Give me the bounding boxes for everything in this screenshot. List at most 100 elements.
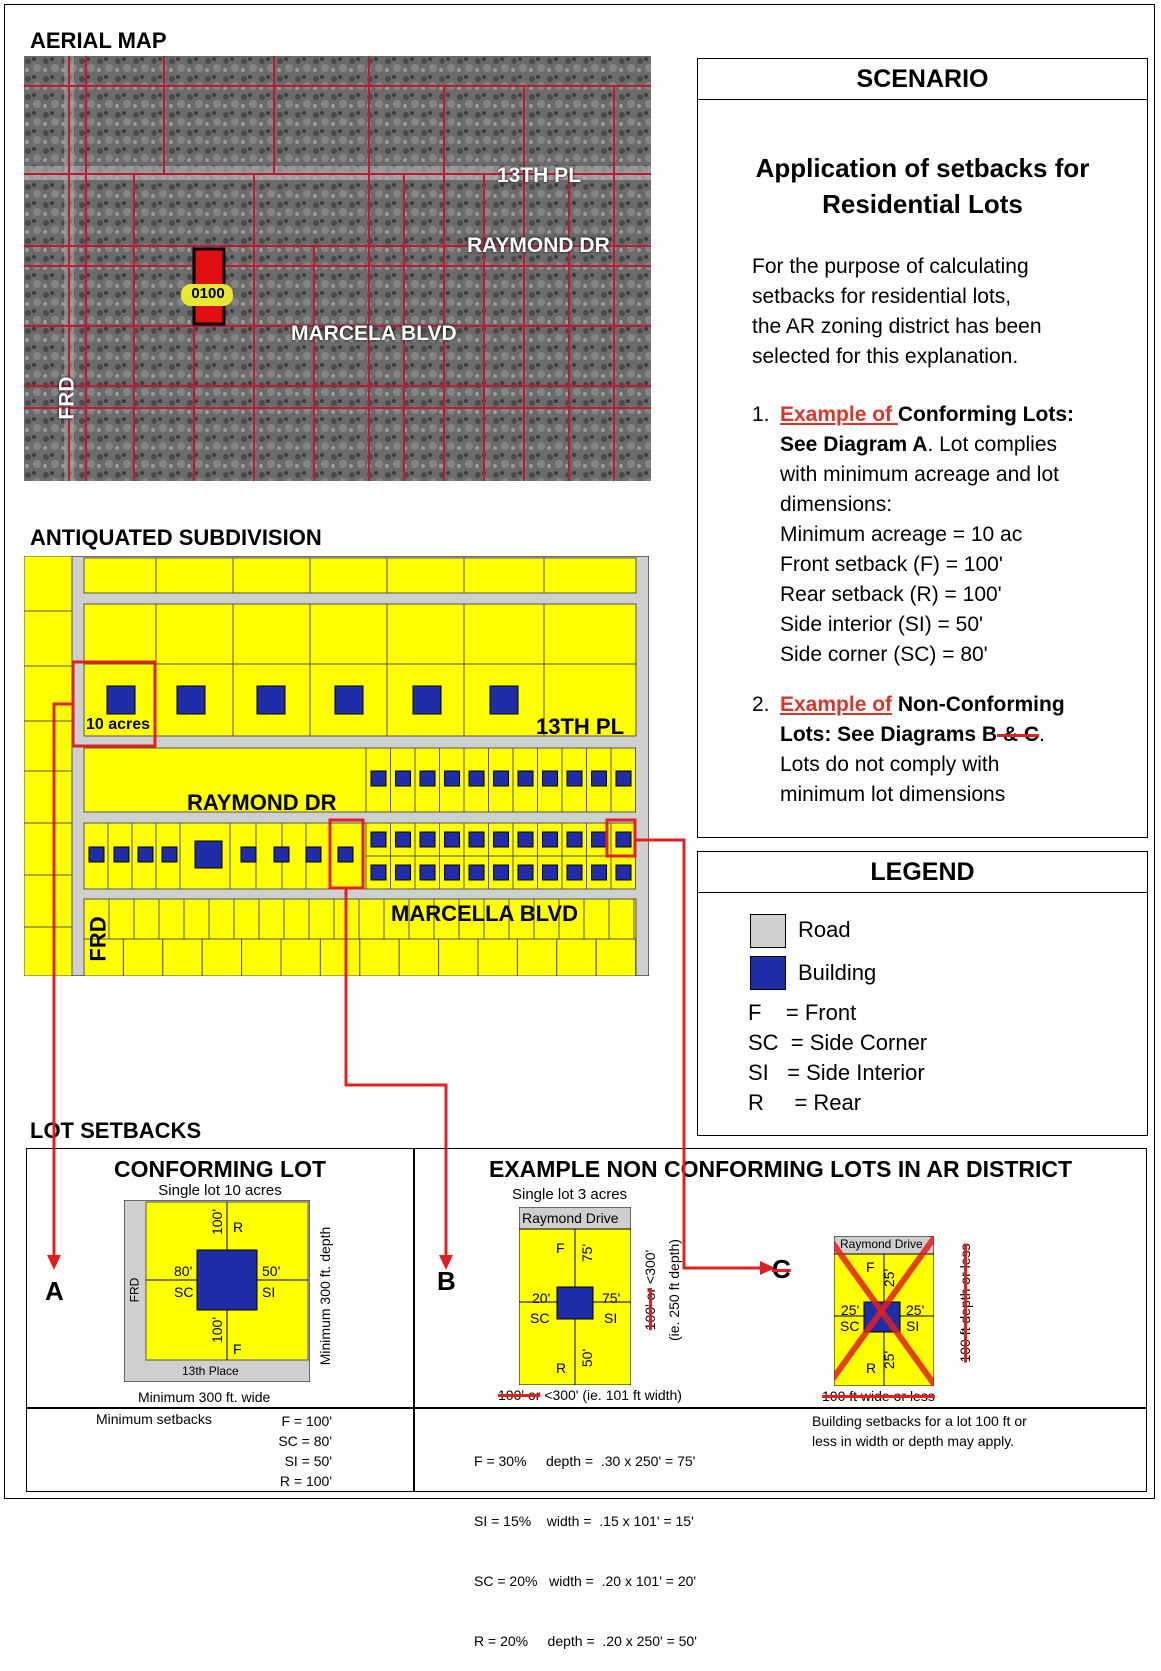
c-right: 25' (906, 1302, 925, 1318)
item1-bold: Conforming Lots: (897, 403, 1075, 426)
sub-label-frd: FRD (85, 916, 111, 962)
item2-line: minimum lot dimensions (780, 783, 1006, 806)
item1-line: Rear setback (R) = 100' (780, 583, 1002, 606)
building (161, 846, 178, 863)
conf-width-label: Minimum 300 ft. wide (138, 1389, 271, 1405)
legend-side-interior: SI = Side Interior (748, 1060, 925, 1085)
legend-box: LEGEND Road Building F = Front SC = Side… (697, 851, 1148, 1136)
building (615, 831, 632, 848)
building (493, 864, 509, 881)
item1-link[interactable]: Example of (780, 403, 898, 426)
sub-label-marcella-blvd: MARCELLA BLVD (391, 901, 578, 926)
building (412, 685, 442, 715)
conforming-title: CONFORMING LOT (113, 1156, 327, 1182)
lot (122, 938, 164, 977)
c-depth: 100 ft depth or less (957, 1243, 973, 1363)
b-road: Raymond Drive (522, 1210, 619, 1226)
item2-link[interactable]: Example of (780, 693, 893, 716)
building (370, 770, 387, 787)
conf-setbacks-label: Minimum setbacks (96, 1411, 212, 1427)
b-row: SI = 15% width = .15 x 101' = 15' (474, 1513, 694, 1529)
conf-depth-label: Minimum 300 ft. depth (317, 1226, 333, 1366)
building (305, 846, 322, 863)
building (566, 831, 583, 848)
building (273, 846, 290, 863)
b-bottom: 50' (579, 1348, 596, 1368)
lot (583, 898, 610, 940)
building (493, 770, 509, 787)
building (615, 770, 632, 787)
c-si: SI (906, 1318, 920, 1334)
b-si: SI (604, 1310, 618, 1326)
ten-acres-label: 10 acres (86, 716, 151, 733)
building (493, 831, 509, 848)
building (517, 831, 534, 848)
lot (258, 898, 285, 940)
b-r: R (556, 1360, 567, 1376)
lot-setbacks-box (26, 1148, 1147, 1492)
item1-line: Side corner (SC) = 80' (780, 643, 988, 666)
marker-b: B (437, 1266, 456, 1296)
building (468, 831, 485, 848)
building (256, 685, 286, 715)
b-left: 20' (532, 1290, 551, 1306)
marker-a: A (45, 1276, 64, 1306)
legend-rear: R = Rear (748, 1090, 862, 1115)
c-note: Building setbacks for a lot 100 ft or (812, 1413, 1027, 1429)
building (591, 831, 607, 848)
item2-number: 2. (752, 693, 770, 716)
lot (83, 898, 110, 940)
legend-road-label: Road (798, 917, 851, 942)
aerial-map: 13TH PL RAYMOND DR MARCELA BLVD FRD 0100 (24, 56, 651, 481)
item1-line: dimensions: (780, 493, 893, 516)
building (444, 770, 460, 787)
legend-front: F = Front (748, 1000, 857, 1025)
sub-label-13th-pl: 13TH PL (536, 714, 625, 739)
building (113, 846, 130, 863)
lot (556, 938, 597, 977)
building (444, 831, 460, 848)
scenario-intro-1: For the purpose of calculating (752, 255, 1029, 278)
item1-line: Front setback (F) = 100' (780, 553, 1003, 576)
scenario-intro-3: the AR zoning district has been (752, 315, 1042, 338)
building (88, 846, 105, 863)
building (542, 864, 558, 881)
c-f: F (866, 1259, 875, 1275)
b-row: R = 20% depth = .20 x 250' = 50' (474, 1633, 697, 1649)
lot (438, 938, 479, 977)
building (334, 685, 364, 715)
building (468, 864, 485, 881)
building (468, 770, 485, 787)
building (370, 864, 387, 881)
b-width-strike: 100' or (498, 1387, 541, 1403)
building (395, 864, 411, 881)
lot (158, 898, 185, 940)
subdivision-map: 10 acres 13TH PL RAYMOND DR MARCELLA BLV… (23, 555, 650, 977)
building (419, 864, 436, 881)
b-sc: SC (530, 1310, 550, 1326)
lot (558, 898, 585, 940)
aerial-label-marcela-blvd: MARCELA BLVD (291, 322, 457, 345)
item1-bold2: See Diagram A (780, 433, 928, 456)
scenario-title-line1: Application of setbacks for (755, 153, 1090, 183)
b-subtitle: Single lot 3 acres (512, 1186, 628, 1203)
lot (458, 898, 485, 940)
b-f: F (556, 1240, 565, 1256)
building (591, 864, 607, 881)
legend-building-label: Building (798, 960, 877, 985)
conf-left-setback: 80' (174, 1263, 193, 1279)
item1-line: Minimum acreage = 10 ac (780, 523, 1023, 546)
nonconforming-title: EXAMPLE NON CONFORMING LOTS IN AR DISTRI… (488, 1156, 1073, 1182)
building (370, 831, 387, 848)
diagram-b (519, 1207, 631, 1385)
scenario-title-line2: Residential Lots (822, 189, 1023, 219)
aerial-label-raymond-dr: RAYMOND DR (467, 234, 610, 257)
b-row: F = 30% depth = .30 x 250' = 75' (474, 1453, 696, 1469)
conforming-lot-diagram (124, 1200, 310, 1382)
building (542, 770, 558, 787)
lot (333, 898, 360, 940)
c-sc: SC (840, 1318, 860, 1334)
building (542, 831, 558, 848)
building (419, 831, 436, 848)
sub-label-raymond-dr: RAYMOND DR (187, 790, 337, 815)
